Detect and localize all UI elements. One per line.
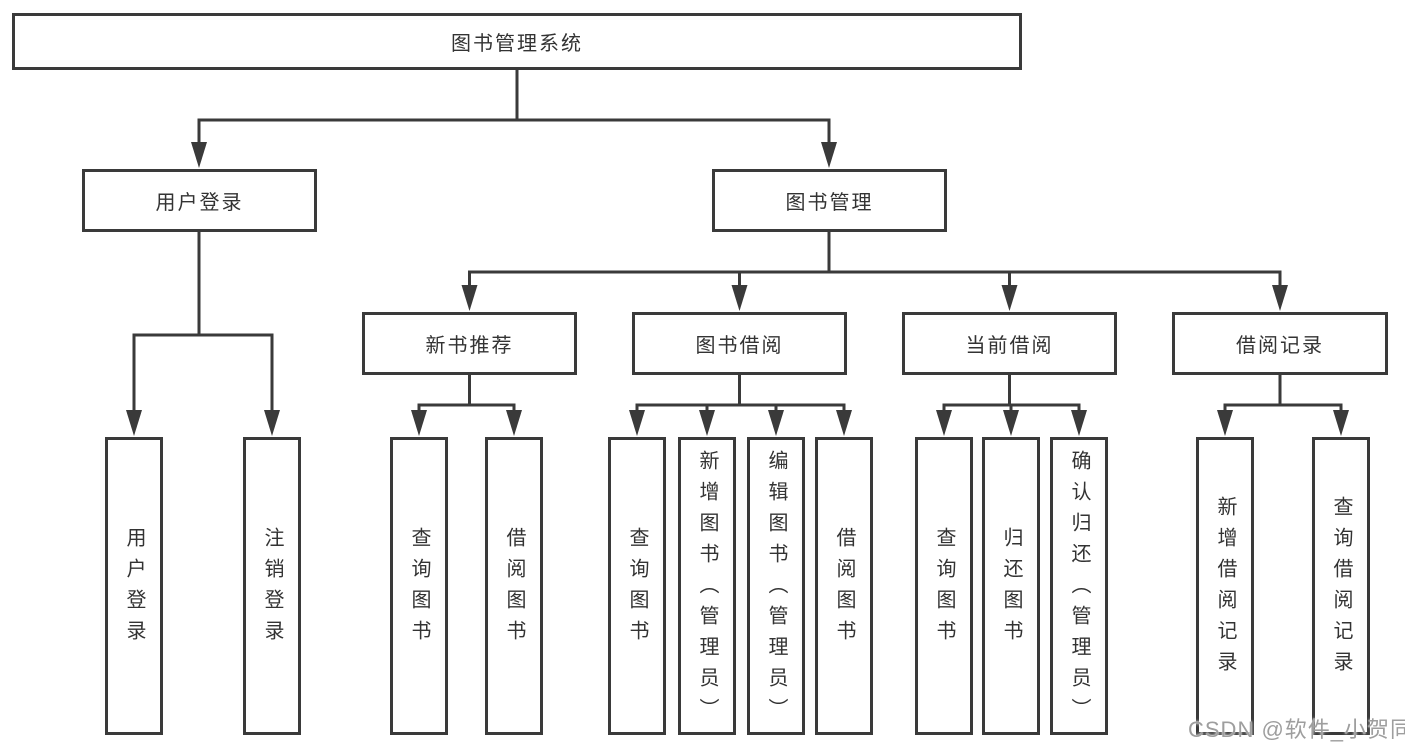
node-label: 新增借阅记录: [1214, 496, 1236, 682]
node-label: 用户登录: [123, 527, 145, 651]
leaf-query-borrow-record: 查询借阅记录: [1312, 437, 1370, 735]
node-label: 图书管理: [785, 192, 874, 214]
leaf-borrow-books-recommend: 借阅图书: [485, 437, 543, 735]
node-borrowing-records: 借阅记录: [1172, 312, 1388, 375]
node-label: 借阅图书: [503, 527, 525, 651]
node-label: 新书推荐: [425, 335, 514, 357]
csdn-watermark: CSDN @软件_小贺同学: [1188, 717, 1405, 742]
node-label: 查询图书: [933, 527, 955, 651]
node-new-book-recommend: 新书推荐: [362, 312, 577, 375]
node-current-borrowing: 当前借阅: [902, 312, 1117, 375]
node-label: 图书管理系统: [451, 33, 583, 55]
node-label: 用户登录: [155, 192, 244, 214]
node-book-borrowing: 图书借阅: [632, 312, 847, 375]
leaf-confirm-return-admin: 确认归还（管理员）: [1050, 437, 1108, 735]
leaf-edit-books-admin: 编辑图书（管理员）: [747, 437, 805, 735]
node-label: 归还图书: [1000, 527, 1022, 651]
leaf-query-books-borrowing: 查询图书: [608, 437, 666, 735]
leaf-add-borrow-record: 新增借阅记录: [1196, 437, 1254, 735]
node-label: 新增图书（管理员）: [696, 449, 718, 729]
leaf-query-books-recommend: 查询图书: [390, 437, 448, 735]
leaf-borrow-books: 借阅图书: [815, 437, 873, 735]
node-label: 当前借阅: [965, 335, 1054, 357]
node-label: 编辑图书（管理员）: [765, 449, 787, 729]
node-label: 确认归还（管理员）: [1068, 449, 1090, 729]
node-label: 查询借阅记录: [1330, 496, 1352, 682]
node-label: 查询图书: [626, 527, 648, 651]
node-book-management: 图书管理: [712, 169, 947, 232]
leaf-return-books: 归还图书: [982, 437, 1040, 735]
node-label: 注销登录: [261, 527, 283, 651]
node-label: 图书借阅: [695, 335, 784, 357]
arrowheads: [126, 142, 1349, 436]
node-label: 借阅记录: [1236, 335, 1324, 357]
leaf-query-books-current: 查询图书: [915, 437, 973, 735]
leaf-logout: 注销登录: [243, 437, 301, 735]
node-label: 查询图书: [408, 527, 430, 651]
node-label: 借阅图书: [833, 527, 855, 651]
leaf-add-books-admin: 新增图书（管理员）: [678, 437, 736, 735]
node-library-management-system: 图书管理系统: [12, 13, 1022, 70]
leaf-user-login: 用户登录: [105, 437, 163, 735]
node-user-login: 用户登录: [82, 169, 317, 232]
